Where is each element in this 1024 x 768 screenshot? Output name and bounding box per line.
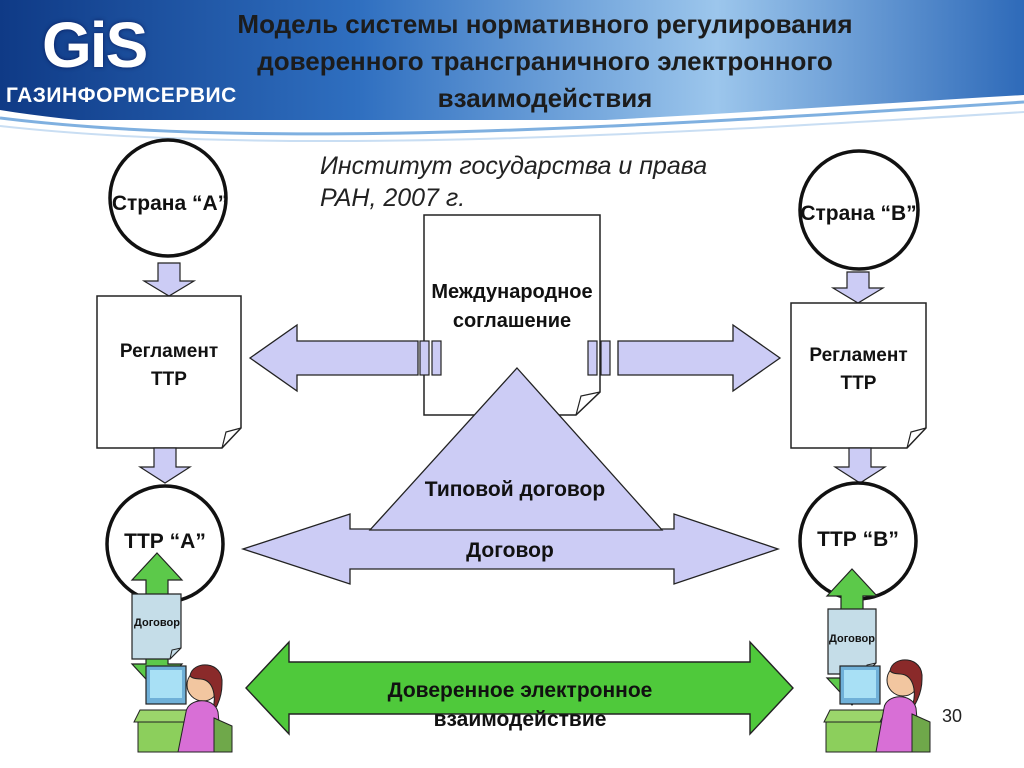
country-a-circle [108,138,228,258]
user-at-computer-a-icon [133,664,233,753]
reglament-b-line: Регламент [809,345,908,366]
contract-document-a-label: Договор [134,617,180,629]
arrow-reglament-b-down [832,447,888,484]
logo: GiS [42,9,148,81]
arrow-agreement-to-reglament-a [248,323,419,393]
arrow-agreement-to-reglament-b [617,323,782,393]
contract-document-a [131,593,182,660]
ttr-a-label: ТТР “А” [124,530,206,553]
country-b-circle [798,149,920,271]
company-name: ГАЗИНФОРМСЕРВИС [6,84,237,107]
standard-contract-label: Типовой договор [424,478,606,501]
title-line: доверенного трансграничного электронного [257,46,833,76]
agreement-line: Международное [431,281,593,303]
contract-label: Договор [466,539,554,562]
source-line: РАН, 2007 г. [320,184,466,212]
country-a-label: Страна “А” [111,192,229,215]
arrow-country-a-down [141,262,197,297]
reglament-a-document [96,295,242,449]
page-number: 30 [941,706,962,726]
trusted-line: Доверенное электронное [387,679,653,702]
agreement-label: Международное соглашение [400,278,624,336]
standard-contract-triangle [368,367,664,531]
title-line: взаимодействия [437,83,653,113]
trusted-line: взаимодействие [433,708,607,731]
trusted-interaction-label: Доверенное электронное взаимодействие [300,676,740,734]
trusted-interaction-arrow [245,640,794,736]
header-background [0,0,1024,160]
title-line: Модель системы нормативного регулировани… [237,9,853,39]
reglament-a-label: Регламент ТТР [97,338,241,394]
ttr-b-label: ТТР “В” [817,528,899,551]
agreement-line: соглашение [452,310,572,332]
reglament-b-line: ТТР [840,373,877,394]
reglament-a-line: Регламент [119,341,219,362]
user-at-computer-b-icon [823,659,931,753]
arrow-country-b-down [830,271,886,304]
reglament-b-document [790,302,927,449]
source-line: Институт государства и права [320,152,708,180]
page-title: Модель системы нормативного регулировани… [160,6,930,117]
contract-double-arrow [240,513,781,585]
contract-document-b-label: Договор [829,633,875,645]
reglament-b-label: Регламент ТТР [791,342,926,398]
reglament-a-line: ТТР [151,369,187,390]
source-citation: Институт государства и права РАН, 2007 г… [320,150,790,214]
country-b-label: Страна “В” [800,202,917,225]
agreement-document [423,214,601,416]
arrow-reglament-a-down [137,447,193,484]
